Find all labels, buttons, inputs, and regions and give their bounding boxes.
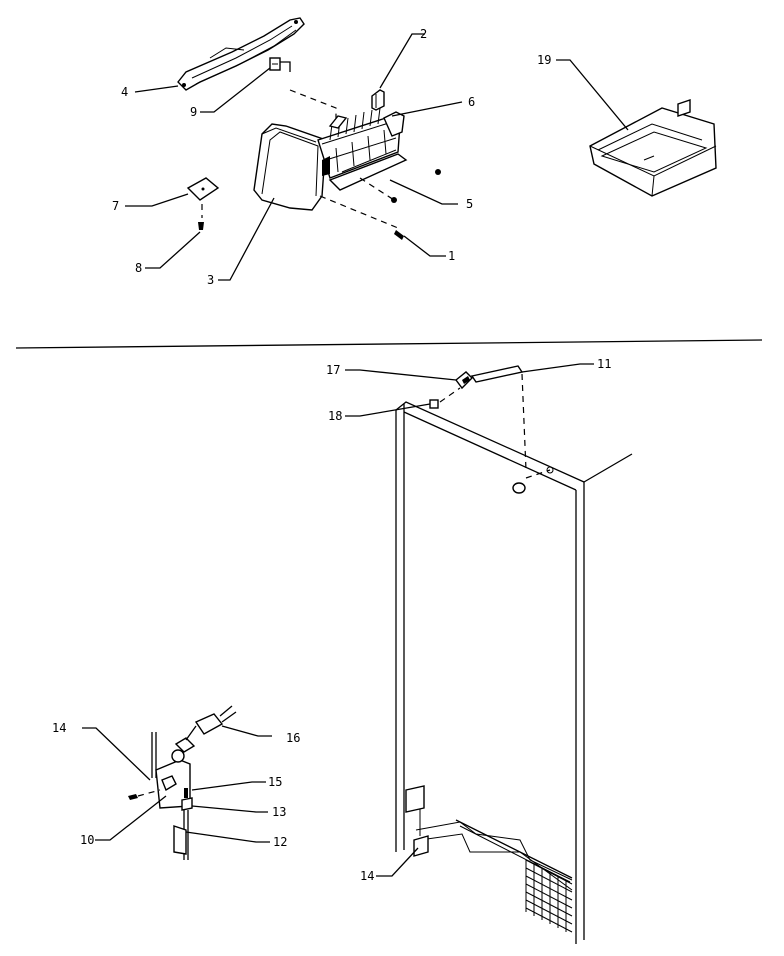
callout-11: 11 — [597, 357, 611, 371]
dashed-guide-hinge-2 — [521, 373, 527, 471]
callout-18: 18 — [328, 409, 342, 423]
callout-1: 1 — [448, 249, 455, 263]
callout-2: 2 — [420, 27, 427, 41]
callout-12: 12 — [273, 835, 287, 849]
callout-16: 16 — [286, 731, 300, 745]
section-divider — [15, 339, 763, 349]
part-19-ice-bin — [589, 99, 717, 197]
part-3-ice-maker — [253, 107, 408, 211]
dashed-guide-screws — [319, 195, 399, 229]
callout-6: 6 — [468, 95, 475, 109]
part-17-hinge — [455, 365, 524, 390]
part-7-plate — [186, 177, 220, 201]
part-18-bushing — [429, 399, 439, 409]
callout-17: 17 — [326, 363, 340, 377]
callout-labels: 1 2 3 4 5 6 7 8 9 10 11 12 13 14 14 15 1… — [52, 27, 611, 883]
callout-4: 4 — [121, 85, 128, 99]
callout-7: 7 — [112, 199, 119, 213]
dashed-guide-hinge — [439, 387, 461, 403]
dashed-guide-hinge-3 — [525, 469, 551, 479]
screw-icon — [391, 169, 441, 240]
callout-14-left: 14 — [52, 721, 66, 735]
callout-13: 13 — [272, 805, 286, 819]
door-panel — [395, 401, 633, 944]
callout-leaders-upper — [125, 33, 629, 281]
callout-3: 3 — [207, 273, 214, 287]
water-valve-assembly — [128, 705, 237, 860]
callout-19: 19 — [537, 53, 551, 67]
callout-leaders-lower — [82, 363, 594, 877]
callout-9: 9 — [190, 105, 197, 119]
part-2-bracket — [371, 89, 385, 111]
heater-panel — [405, 785, 573, 933]
part-4-harness-bar — [177, 17, 305, 91]
dashed-guide-9 — [289, 89, 337, 120]
part-9-clip — [269, 57, 291, 72]
callout-15: 15 — [268, 775, 282, 789]
callout-5: 5 — [466, 197, 473, 211]
dashed-guide-screws-2 — [359, 177, 395, 201]
callout-10: 10 — [80, 833, 94, 847]
callout-8: 8 — [135, 261, 142, 275]
part-8-screw — [198, 204, 204, 230]
callout-14-right: 14 — [360, 869, 374, 883]
